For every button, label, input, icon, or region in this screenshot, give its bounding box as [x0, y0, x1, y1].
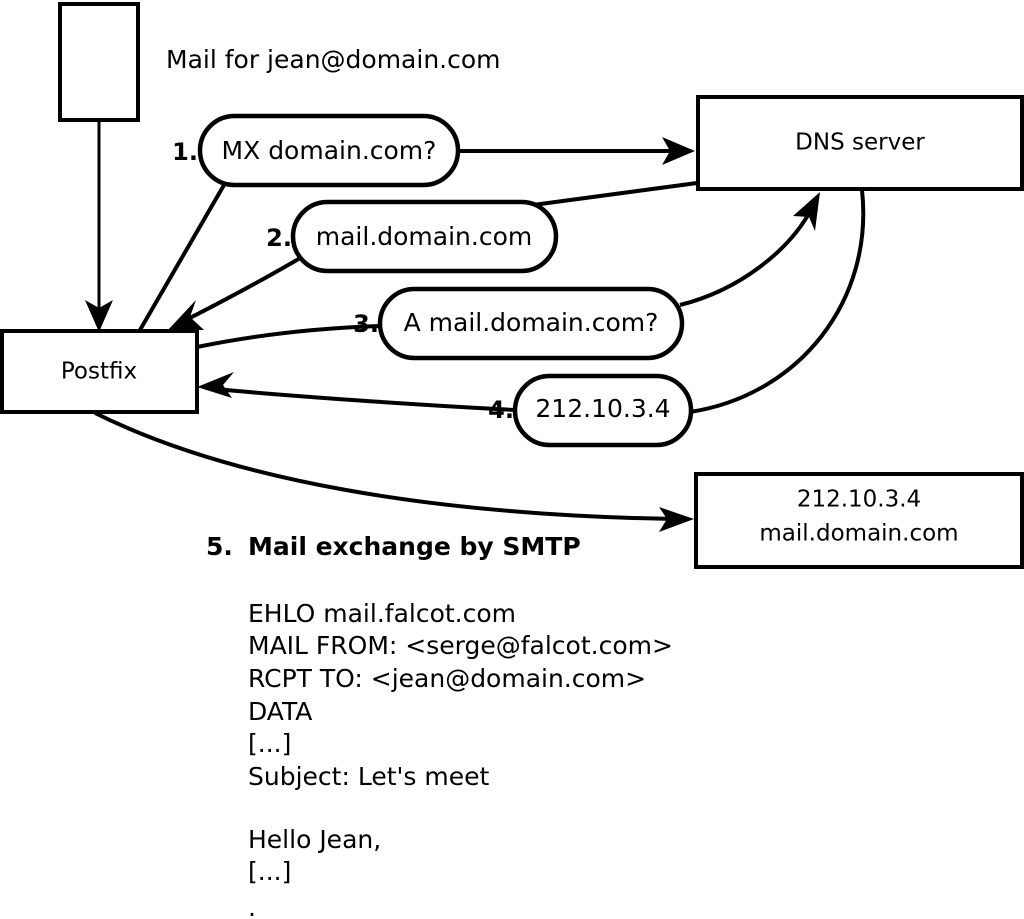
edge-step1-to-dns	[458, 137, 695, 165]
edge-postfix-to-remote-mx	[94, 411, 694, 532]
remote-mail-server-ip: 212.10.3.4	[797, 487, 921, 513]
transcript-line: .	[248, 893, 256, 919]
step-1-number: 1.	[172, 138, 198, 166]
step-3-number: 3.	[353, 310, 379, 338]
edge-step4-to-postfix	[197, 372, 516, 412]
step-2-group: 2. mail.domain.com	[266, 199, 559, 274]
transcript-line: Hello Jean,	[248, 825, 381, 854]
remote-mail-server-box: 212.10.3.4 mail.domain.com	[694, 472, 1024, 569]
dns-server-box: DNS server	[696, 95, 1024, 191]
step-5-label: Mail exchange by SMTP	[248, 532, 581, 561]
transcript-line: [...]	[248, 857, 291, 886]
step-2-label: mail.domain.com	[316, 222, 532, 251]
step-4-label: 212.10.3.4	[535, 394, 670, 423]
edge-client-to-postfix	[85, 122, 113, 332]
transcript-line: MAIL FROM: <serge@falcot.com>	[248, 631, 673, 660]
mail-for-label: Mail for jean@domain.com	[166, 45, 501, 74]
dns-server-box-label: DNS server	[795, 130, 925, 156]
client-box	[58, 2, 140, 122]
step-2-number: 2.	[266, 224, 292, 252]
step-3-group: 3. A mail.domain.com?	[353, 286, 685, 361]
step-4-number: 4.	[488, 396, 514, 424]
edge-dns-to-step2	[532, 181, 698, 207]
remote-mail-server-hostname: mail.domain.com	[759, 521, 958, 547]
edge-postfix-to-step3	[196, 324, 381, 349]
transcript-line: RCPT TO: <jean@domain.com>	[248, 664, 646, 693]
step-5-number: 5.	[206, 532, 233, 561]
transcript-line: DATA	[248, 697, 312, 726]
transcript-line: EHLO mail.falcot.com	[248, 599, 516, 628]
edge-step3-to-dns	[679, 192, 820, 307]
edge-dns-to-step4	[689, 189, 866, 414]
edge-step2-to-postfix	[168, 252, 309, 330]
transcript-line: [...]	[248, 729, 291, 758]
step-4-group: 4. 212.10.3.4	[488, 373, 694, 448]
smtp-transcript: EHLO mail.falcot.com MAIL FROM: <serge@f…	[248, 599, 673, 919]
step-1-label: MX domain.com?	[222, 136, 437, 165]
postfix-box-label: Postfix	[61, 359, 137, 385]
step-1-group: 1. MX domain.com?	[172, 113, 461, 188]
edge-step1-to-postfix	[138, 183, 226, 332]
transcript-line: Subject: Let's meet	[248, 762, 489, 791]
postfix-box: Postfix	[0, 329, 199, 414]
step-3-label: A mail.domain.com?	[404, 308, 659, 337]
